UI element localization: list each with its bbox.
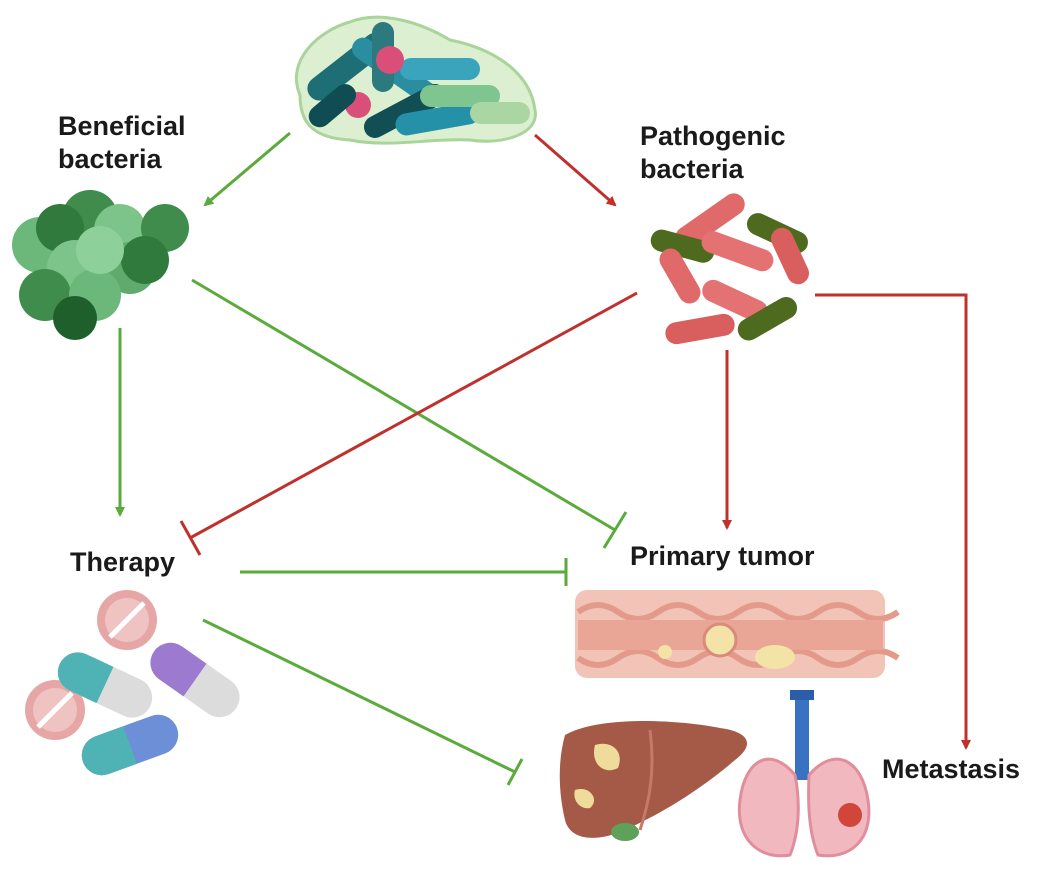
arrow-microbiota-pathogenic [534,133,617,207]
colon-icon [575,590,900,678]
microbiota-icon [294,15,537,145]
beneficial-label-line2: bacteria [58,144,162,174]
pathogenic-label-line2: bacteria [640,154,744,184]
pathogenic-bacteria-label: Pathogenic bacteria [640,120,786,186]
metastasis-label: Metastasis [882,754,1021,784]
primary-tumor-label: Primary tumor [630,541,815,571]
lungs-icon [737,690,871,858]
inhibit-pathogenic-therapy [189,291,638,540]
inhibit-therapy-metastasis [202,618,516,774]
therapy-label: Therapy [70,547,176,577]
pathogenic-bacteria-icon [650,193,810,345]
pathogenic-label-line1: Pathogenic [640,121,786,151]
inhibit-bar-beneficial-tumor [602,511,628,549]
pills-icon [25,590,240,776]
beneficial-bacteria-icon [12,190,189,340]
arrow-pathogenic-metastasis [815,293,971,750]
inhibit-bar-pathogenic-therapy [179,520,202,556]
arrow-microbiota-beneficial [203,131,291,207]
inhibit-bar-therapy-metastasis [506,758,524,786]
inhibit-beneficial-tumor [191,278,616,532]
beneficial-bacteria-label: Beneficial bacteria [58,110,186,176]
liver-icon [559,720,747,841]
beneficial-label-line1: Beneficial [58,111,186,141]
